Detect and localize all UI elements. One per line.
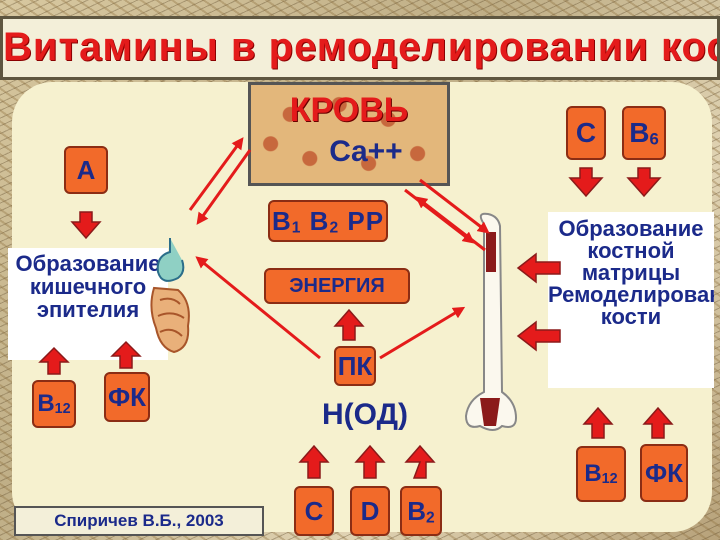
arrow-pk-right	[379, 306, 466, 360]
arrow-bone-2	[516, 320, 561, 352]
left-b12-box: B12	[32, 380, 76, 428]
bone-icon	[456, 212, 530, 432]
right-b12-subscript: 12	[601, 471, 618, 488]
arrow-b12r-up	[582, 406, 614, 439]
arrow-left-to-blood	[188, 137, 244, 211]
blood-image: КРОВЬ Ca++	[248, 82, 450, 186]
right-c-label: C	[575, 117, 597, 148]
arrow-fk-up	[110, 340, 142, 369]
right-fk-label: ФК	[644, 458, 684, 488]
author-citation: Спиричев В.Б., 2003	[14, 506, 264, 536]
bone-matrix-text: Образование костной матрицы	[558, 216, 704, 285]
blood-label: КРОВЬ	[289, 91, 409, 129]
arrow-c-up	[298, 444, 330, 479]
arrow-fkr-up	[642, 406, 674, 439]
arrow-bone-to-blood	[415, 196, 486, 252]
arrow-pk-left	[195, 256, 321, 360]
vitamin-a-label: А	[76, 155, 96, 185]
center-b2-subscript: 2	[426, 509, 435, 527]
b1-subscript: 1	[291, 219, 302, 237]
b2-subscript: 2	[329, 219, 340, 237]
bone-matrix-box: Образование костной матрицы Ремоделирова…	[548, 212, 714, 388]
vitamin-a-box: А	[64, 146, 108, 194]
right-b6-label: B	[629, 117, 650, 148]
left-fk-label: ФК	[107, 382, 147, 412]
intestinal-epithelium-text: Образование кишечного эпителия	[15, 251, 161, 323]
left-b12-label: B	[37, 390, 55, 417]
right-c-box: C	[566, 106, 606, 160]
nod-label: Н(ОД)	[322, 398, 408, 431]
arrow-d-up	[354, 444, 386, 479]
pk-box: ПК	[334, 346, 376, 386]
b1-label: B	[271, 206, 292, 236]
center-b2-label: B	[407, 496, 427, 526]
arrow-b12-up	[38, 346, 70, 375]
arrow-blood-to-left	[196, 149, 252, 225]
center-d-label: D	[360, 496, 380, 526]
center-b2-box: B2	[400, 486, 442, 536]
left-b12-subscript: 12	[54, 401, 71, 418]
pk-label: ПК	[337, 351, 373, 381]
right-b6-subscript: 6	[649, 129, 659, 149]
right-b12-label: B	[584, 460, 602, 487]
center-d-box: D	[350, 486, 390, 536]
remodeling-text: Ремоделирование кости	[548, 282, 714, 329]
right-b6-box: B6	[622, 106, 666, 160]
arrow-bone-1	[516, 252, 561, 284]
arrow-a-down	[70, 211, 102, 240]
center-c-label: C	[304, 496, 324, 526]
left-fk-box: ФК	[104, 372, 150, 422]
b1-b2-pp-box: B1 B2 PP	[268, 200, 388, 242]
energy-label: ЭНЕРГИЯ	[289, 275, 385, 297]
arrow-pk-energy	[333, 308, 365, 341]
arrow-c-down	[568, 167, 604, 198]
b2-label: B	[309, 206, 330, 236]
arrow-b6-down	[626, 167, 662, 198]
arrow-blood-to-bone-b	[419, 178, 490, 234]
intestinal-epithelium-box: Образование кишечного эпителия	[8, 248, 168, 360]
pp-label: PP	[347, 206, 385, 236]
energy-box: ЭНЕРГИЯ	[264, 268, 410, 304]
page-title: Витамины в ремоделировании кости	[0, 16, 720, 80]
digestive-system-icon	[148, 238, 194, 360]
center-c-box: C	[294, 486, 334, 536]
right-fk-box: ФК	[640, 444, 688, 502]
right-b12-box: B12	[576, 446, 626, 502]
calcium-label: Ca++	[329, 135, 403, 168]
arrow-b2-up	[404, 444, 436, 479]
